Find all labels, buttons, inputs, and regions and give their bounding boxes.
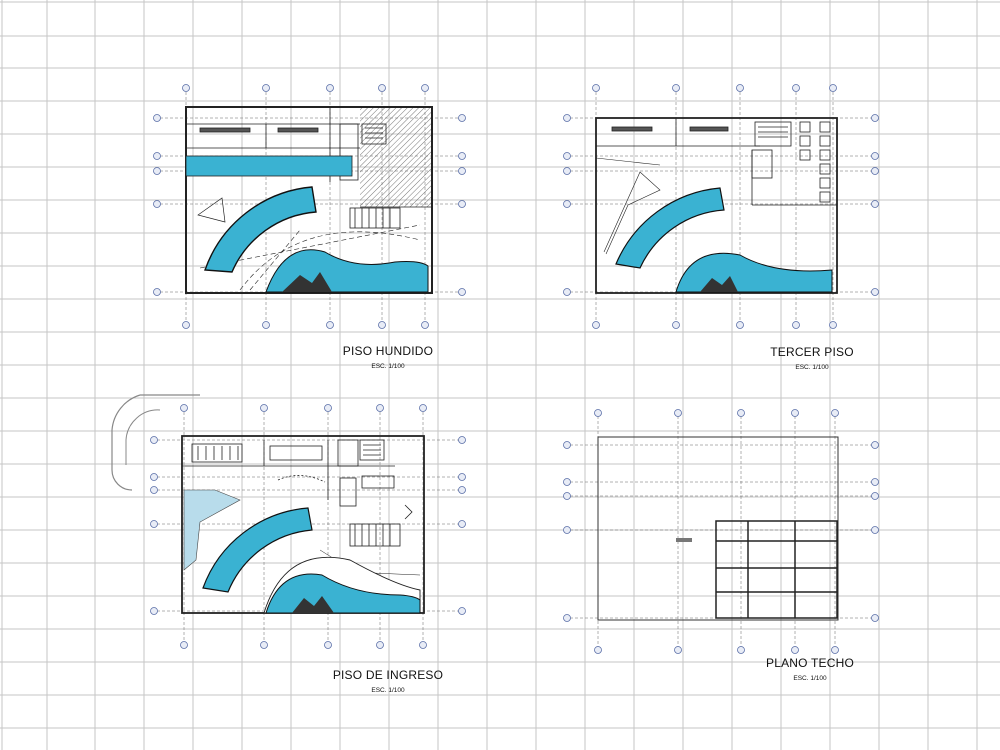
curved-gallery — [202, 507, 313, 593]
plan-title: PISO DE INGRESO — [332, 668, 444, 682]
plan-title: TERCER PISO — [770, 345, 854, 359]
axis-lines — [570, 416, 875, 648]
light-water-area — [183, 489, 241, 571]
pond — [675, 252, 833, 293]
plan-scale: ESC. 1/100 — [793, 675, 827, 682]
title-block-plano-techo: PLANO TECHO ESC. 1/100 — [740, 656, 880, 682]
title-block-piso-hundido: PISO HUNDIDO ESC. 1/100 — [318, 344, 458, 370]
plan-scale: ESC. 1/100 — [371, 363, 405, 370]
roof-outline — [597, 436, 839, 621]
plan-piso-de-ingreso — [111, 394, 466, 649]
outline-curve — [111, 394, 200, 491]
axis-bubbles — [563, 84, 879, 329]
hatched-area — [360, 107, 432, 207]
plan-outline — [595, 117, 838, 294]
curved-gallery — [204, 186, 317, 273]
plan-tercer-piso — [563, 84, 879, 329]
walls — [186, 107, 432, 229]
rock-mass — [292, 596, 334, 613]
water-strip — [185, 155, 353, 177]
dashed-overhead — [199, 224, 421, 291]
axis-bubbles — [563, 409, 879, 654]
plan-plano-techo — [563, 409, 879, 654]
rock-mass — [282, 272, 332, 292]
curved-gallery — [615, 187, 725, 269]
rock-mass — [700, 276, 738, 292]
title-block-piso-de-ingreso: PISO DE INGRESO ESC. 1/100 — [318, 668, 458, 694]
axis-bubbles — [153, 84, 466, 329]
plan-piso-hundido — [153, 84, 466, 329]
outline-curve-inner — [125, 409, 161, 465]
plan-title: PLANO TECHO — [766, 656, 854, 670]
skylight-grid — [715, 520, 838, 619]
plan-scale: ESC. 1/100 — [795, 364, 829, 371]
plan-outline — [185, 106, 433, 294]
axis-bubbles — [150, 404, 466, 649]
title-block-tercer-piso: TERCER PISO ESC. 1/100 — [742, 345, 882, 371]
roof-note — [676, 538, 692, 542]
walls — [595, 118, 837, 255]
plan-title: PISO HUNDIDO — [342, 344, 434, 358]
plan-scale: ESC. 1/100 — [371, 687, 405, 694]
